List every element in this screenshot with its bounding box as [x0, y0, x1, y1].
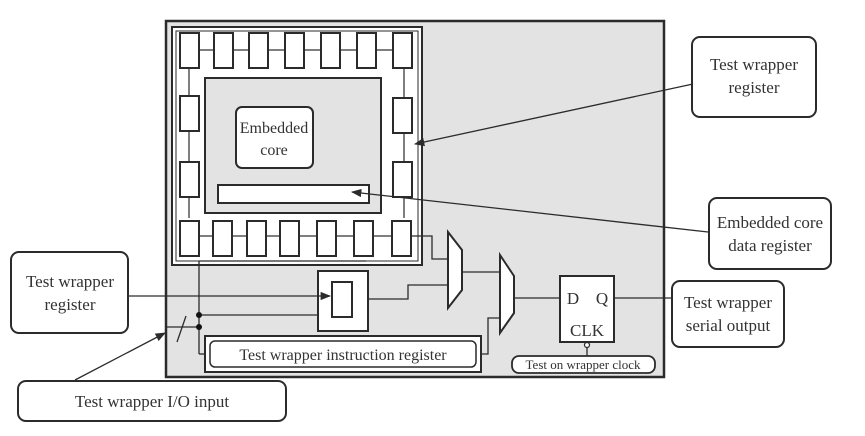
callout-core-data-register-line1: Embedded core — [717, 213, 823, 232]
wrapper-cell — [320, 32, 341, 69]
callout-wrapper-register-left-line2: register — [45, 295, 96, 314]
embedded-core-box — [235, 106, 314, 169]
callout-io-input-line1: Test wrapper I/O input — [75, 392, 229, 411]
instruction-register-inner — [209, 340, 477, 368]
flipflop-d: D — [567, 289, 579, 308]
junction-dot — [196, 324, 202, 330]
junction-dot — [196, 312, 202, 318]
callout-wrapper-register-left-line1: Test wrapper — [26, 272, 114, 291]
bus-slash — [176, 315, 187, 343]
wrapper-cell — [213, 32, 234, 69]
embedded-core-label-2: core — [260, 142, 288, 159]
callout-wrapper-register-top-line2: register — [729, 78, 780, 97]
wrapper-cell — [179, 32, 200, 69]
wrapper-cell — [279, 220, 300, 257]
callout-serial-output-line1: Test wrapper — [684, 293, 772, 312]
mux-wires — [368, 235, 675, 355]
wrapper-cell — [179, 220, 200, 257]
flipflop-clk: CLK — [570, 321, 605, 340]
wrapper-cell — [353, 220, 374, 257]
wrapper-cell — [392, 97, 413, 134]
wrapper-cell — [179, 95, 200, 132]
callout-core-data-register: Embedded core data register — [708, 197, 832, 270]
callout-serial-output: Test wrapper serial output — [671, 280, 785, 348]
embedded-core-label-1: Embedded — [240, 120, 308, 137]
core-data-register — [217, 184, 370, 204]
bottom-wrapper-cells — [179, 220, 412, 257]
flipflop-q: Q — [596, 289, 608, 308]
instruction-register-label: Test wrapper instruction register — [239, 347, 447, 364]
bypass-register-cell — [331, 281, 353, 318]
top-wrapper-cells — [179, 32, 413, 69]
wrapper-cell — [316, 220, 337, 257]
wrapper-cell — [248, 32, 269, 69]
clock-label: Test on wrapper clock — [526, 357, 641, 372]
right-wrapper-cells — [392, 97, 413, 198]
wrapper-cell — [212, 220, 233, 257]
clock-label-box — [511, 355, 656, 374]
wrapper-cell — [392, 161, 413, 198]
callout-wrapper-register-top: Test wrapper register — [691, 36, 817, 118]
wrapper-cell — [356, 32, 377, 69]
wrapper-cell — [246, 220, 267, 257]
wrapper-cell — [179, 161, 200, 198]
left-wrapper-cells — [179, 95, 200, 198]
wrapper-cell — [284, 32, 305, 69]
callout-arrows — [74, 83, 709, 381]
mux-2 — [499, 251, 515, 337]
mux-1 — [447, 229, 463, 311]
callout-wrapper-register-left: Test wrapper register — [10, 251, 129, 334]
wrapper-cell — [391, 220, 412, 257]
callout-core-data-register-line2: data register — [728, 236, 812, 255]
clock-inversion-bubble — [583, 341, 591, 349]
wrapper-cell — [392, 32, 413, 69]
callout-io-input: Test wrapper I/O input — [17, 380, 287, 422]
callout-wrapper-register-top-line1: Test wrapper — [710, 55, 798, 74]
callout-serial-output-line2: serial output — [686, 316, 771, 335]
